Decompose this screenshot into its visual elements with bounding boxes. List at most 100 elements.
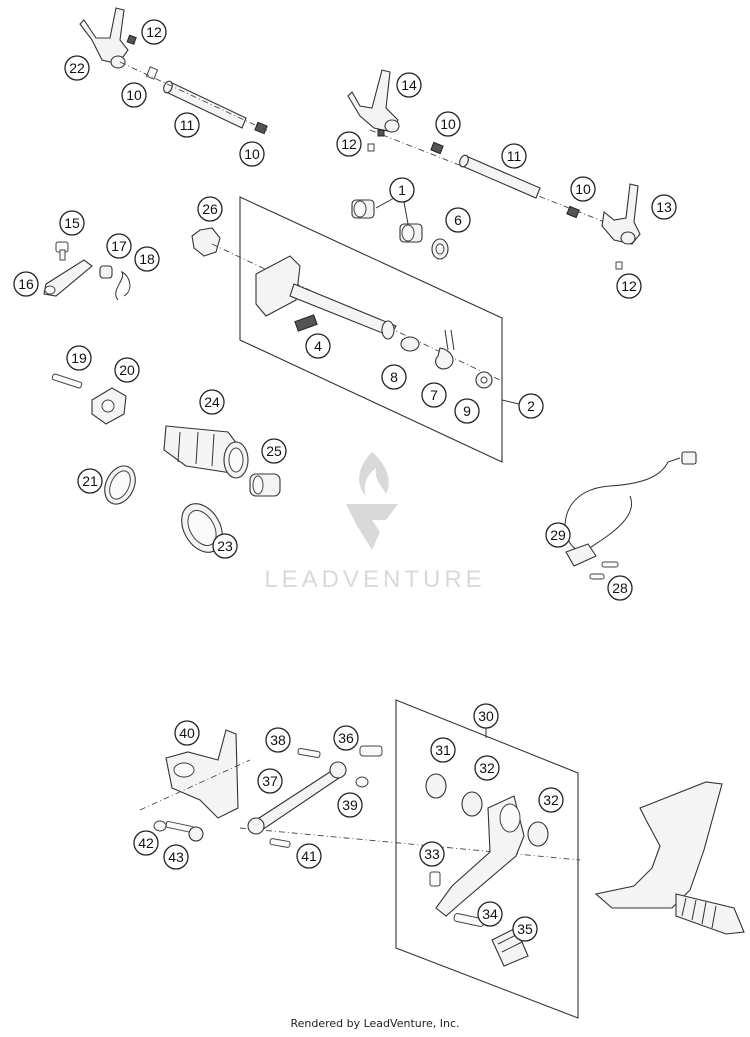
callout-25: 25	[261, 438, 287, 464]
callout-12: 12	[141, 19, 167, 45]
watermark-text: LEADVENTURE	[264, 566, 485, 593]
callout-31: 31	[430, 737, 456, 763]
shift-linkage-rod	[239, 745, 581, 861]
callout-32: 32	[474, 755, 500, 781]
callout-41: 41	[296, 843, 322, 869]
callout-17: 17	[106, 233, 132, 259]
svg-text:28: 28	[612, 580, 628, 596]
shift-lever-bracket	[139, 729, 251, 842]
svg-text:10: 10	[440, 116, 456, 132]
shift-drum-group	[51, 373, 281, 553]
shift-rail-right	[367, 129, 621, 229]
svg-text:7: 7	[430, 387, 438, 403]
svg-text:43: 43	[168, 849, 184, 865]
svg-text:29: 29	[550, 527, 566, 543]
leadventure-watermark-logo: LEADVENTURE	[264, 452, 485, 593]
callout-42: 42	[133, 830, 159, 856]
svg-text:1: 1	[398, 182, 406, 198]
svg-text:20: 20	[119, 362, 135, 378]
svg-text:35: 35	[517, 921, 533, 937]
callout-10: 10	[121, 82, 147, 108]
callout-10: 10	[239, 141, 265, 167]
svg-text:22: 22	[69, 60, 85, 76]
svg-text:31: 31	[435, 742, 451, 758]
callout-7: 7	[421, 382, 447, 408]
svg-text:18: 18	[139, 251, 155, 267]
callout-20: 20	[114, 357, 140, 383]
svg-text:2: 2	[527, 398, 535, 414]
svg-text:32: 32	[543, 792, 559, 808]
callout-9: 9	[454, 398, 480, 424]
callout-23: 23	[212, 533, 238, 559]
callout-10: 10	[435, 111, 461, 137]
svg-text:11: 11	[507, 148, 522, 164]
shift-rail-left	[119, 61, 271, 135]
svg-text:13: 13	[656, 199, 672, 215]
shift-fork-left	[79, 7, 137, 69]
svg-text:26: 26	[202, 201, 218, 217]
callout-38: 38	[265, 727, 291, 753]
callout-32: 32	[538, 787, 564, 813]
callout-12: 12	[616, 273, 642, 299]
svg-text:42: 42	[138, 835, 154, 851]
callout-24: 24	[199, 389, 225, 415]
render-credit: Rendered by LeadVenture, Inc.	[290, 1017, 460, 1030]
svg-text:32: 32	[479, 760, 495, 776]
callout-12: 12	[336, 131, 362, 157]
gear-position-sensor	[564, 451, 697, 580]
svg-text:17: 17	[111, 238, 127, 254]
callout-26: 26	[197, 196, 223, 222]
callout-29: 29	[545, 522, 571, 548]
footrest-bracket	[594, 781, 745, 935]
svg-text:12: 12	[341, 136, 357, 152]
svg-text:14: 14	[401, 77, 417, 93]
svg-text:39: 39	[342, 797, 358, 813]
svg-text:30: 30	[478, 708, 494, 724]
svg-text:12: 12	[621, 278, 637, 294]
washer	[431, 238, 449, 260]
callout-1: 1	[389, 177, 415, 203]
svg-text:40: 40	[179, 725, 195, 741]
callout-36: 36	[333, 725, 359, 751]
callout-34: 34	[477, 901, 503, 927]
callout-16: 16	[13, 271, 39, 297]
callout-21: 21	[77, 468, 103, 494]
callout-8: 8	[381, 364, 407, 390]
svg-text:15: 15	[64, 215, 80, 231]
shift-fork-lower	[601, 183, 641, 270]
svg-text:10: 10	[126, 87, 142, 103]
svg-text:21: 21	[82, 473, 98, 489]
svg-text:8: 8	[390, 369, 398, 385]
callout-39: 39	[337, 792, 363, 818]
callout-6: 6	[445, 207, 471, 233]
callout-4: 4	[305, 333, 331, 359]
svg-text:25: 25	[266, 443, 282, 459]
callout-11: 11	[174, 112, 200, 138]
shift-lever	[425, 773, 549, 967]
svg-text:12: 12	[146, 24, 162, 40]
shift-lever-assembly-box	[395, 699, 579, 1019]
callout-43: 43	[163, 844, 189, 870]
svg-text:37: 37	[262, 773, 278, 789]
callout-37: 37	[257, 768, 283, 794]
callout-10: 10	[570, 176, 596, 202]
callout-11: 11	[501, 143, 527, 169]
svg-text:33: 33	[424, 846, 440, 862]
callout-13: 13	[651, 194, 677, 220]
svg-text:38: 38	[270, 732, 286, 748]
svg-text:34: 34	[482, 906, 498, 922]
svg-text:11: 11	[180, 117, 195, 133]
callout-30: 30	[473, 703, 499, 729]
callout-18: 18	[134, 246, 160, 272]
callout-28: 28	[607, 575, 633, 601]
callout-35: 35	[512, 916, 538, 942]
svg-text:4: 4	[314, 338, 322, 354]
shift-shaft-assembly-box	[239, 196, 503, 463]
svg-text:19: 19	[71, 350, 87, 366]
callout-14: 14	[396, 72, 422, 98]
svg-text:24: 24	[204, 394, 220, 410]
callout-15: 15	[59, 210, 85, 236]
svg-text:16: 16	[18, 276, 34, 292]
callout-40: 40	[174, 720, 200, 746]
